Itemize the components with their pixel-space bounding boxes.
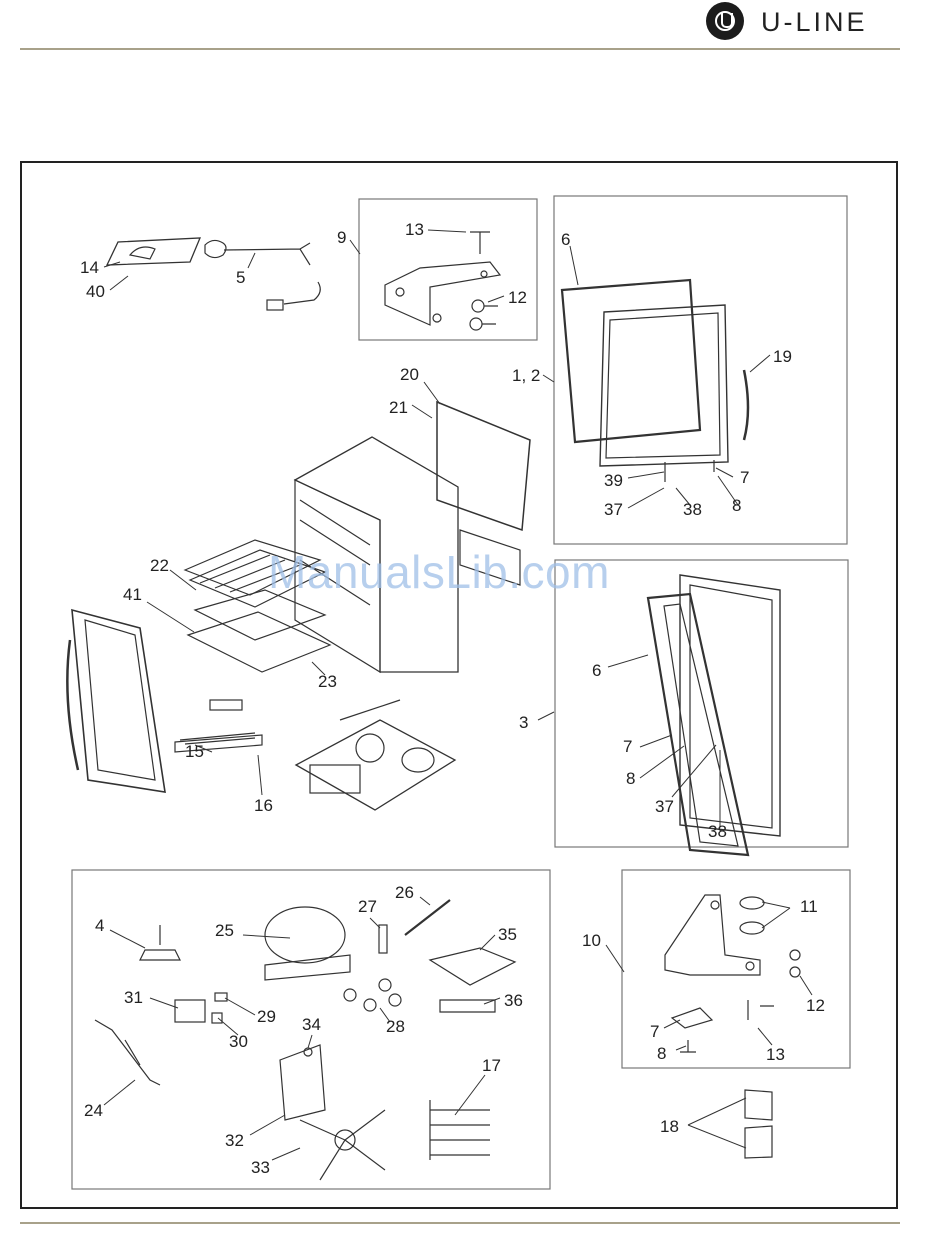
callout-11: 11 xyxy=(800,897,818,916)
callout-40: 40 xyxy=(86,282,105,301)
callout-3: 3 xyxy=(519,713,528,732)
callout-7-glass: 7 xyxy=(623,737,632,756)
callout-15: 15 xyxy=(185,742,204,761)
callout-39: 39 xyxy=(604,471,623,490)
solid-door-detail-box xyxy=(554,196,847,544)
callout-12-kit: 12 xyxy=(806,996,825,1015)
callout-31: 31 xyxy=(124,988,143,1007)
callout-23: 23 xyxy=(318,672,337,691)
callout-25: 25 xyxy=(215,921,234,940)
callout-28: 28 xyxy=(386,1017,405,1036)
callout-7-kit: 7 xyxy=(650,1022,659,1041)
callout-8-top: 8 xyxy=(732,496,741,515)
callout-13: 13 xyxy=(405,220,424,239)
callout-13-kit: 13 xyxy=(766,1045,785,1064)
callout-10: 10 xyxy=(582,931,601,950)
callout-17: 17 xyxy=(482,1056,501,1075)
callout-36: 36 xyxy=(504,991,523,1010)
light-assembly-drawing xyxy=(107,238,320,310)
callout-20: 20 xyxy=(400,365,419,384)
callout-1-2: 1, 2 xyxy=(512,366,540,385)
callout-26: 26 xyxy=(395,883,414,902)
callout-24: 24 xyxy=(84,1101,103,1120)
callout-8-kit: 8 xyxy=(657,1044,666,1063)
callout-37-glass: 37 xyxy=(655,797,674,816)
callout-38-top: 38 xyxy=(683,500,702,519)
hinge-kit-drawing xyxy=(665,895,800,1052)
callout-12: 12 xyxy=(508,288,527,307)
watermark: ManualsLib.com xyxy=(268,545,610,599)
callout-29: 29 xyxy=(257,1007,276,1026)
callout-6: 6 xyxy=(561,230,570,249)
callout-14: 14 xyxy=(80,258,99,277)
cabinet-drawing xyxy=(295,402,530,672)
callout-37-top: 37 xyxy=(604,500,623,519)
callout-32: 32 xyxy=(225,1131,244,1150)
top-hinge-drawing xyxy=(385,232,500,330)
leader-lines xyxy=(104,230,812,1160)
callout-21: 21 xyxy=(389,398,408,417)
solid-door-drawing xyxy=(562,280,748,482)
callout-6-glass: 6 xyxy=(592,661,601,680)
front-door-drawing xyxy=(67,610,165,792)
callout-19: 19 xyxy=(773,347,792,366)
callout-34: 34 xyxy=(302,1015,321,1034)
callout-9: 9 xyxy=(337,228,346,247)
callout-16: 16 xyxy=(254,796,273,815)
hinge-detail-box xyxy=(359,199,537,340)
callout-27: 27 xyxy=(358,897,377,916)
callout-8-glass: 8 xyxy=(626,769,635,788)
callout-4: 4 xyxy=(95,916,104,935)
callout-18: 18 xyxy=(660,1117,679,1136)
callout-38-glass: 38 xyxy=(708,822,727,841)
callout-5: 5 xyxy=(236,268,245,287)
callout-33: 33 xyxy=(251,1158,270,1177)
callout-30: 30 xyxy=(229,1032,248,1051)
callout-41: 41 xyxy=(123,585,142,604)
brackets-drawing xyxy=(745,1090,772,1158)
callout-22: 22 xyxy=(150,556,169,575)
callout-35: 35 xyxy=(498,925,517,944)
callout-7-top: 7 xyxy=(740,468,749,487)
glass-door-detail-box xyxy=(555,560,848,847)
compressor-deck-drawing xyxy=(296,700,455,810)
refrigeration-parts-drawing xyxy=(95,900,515,1180)
